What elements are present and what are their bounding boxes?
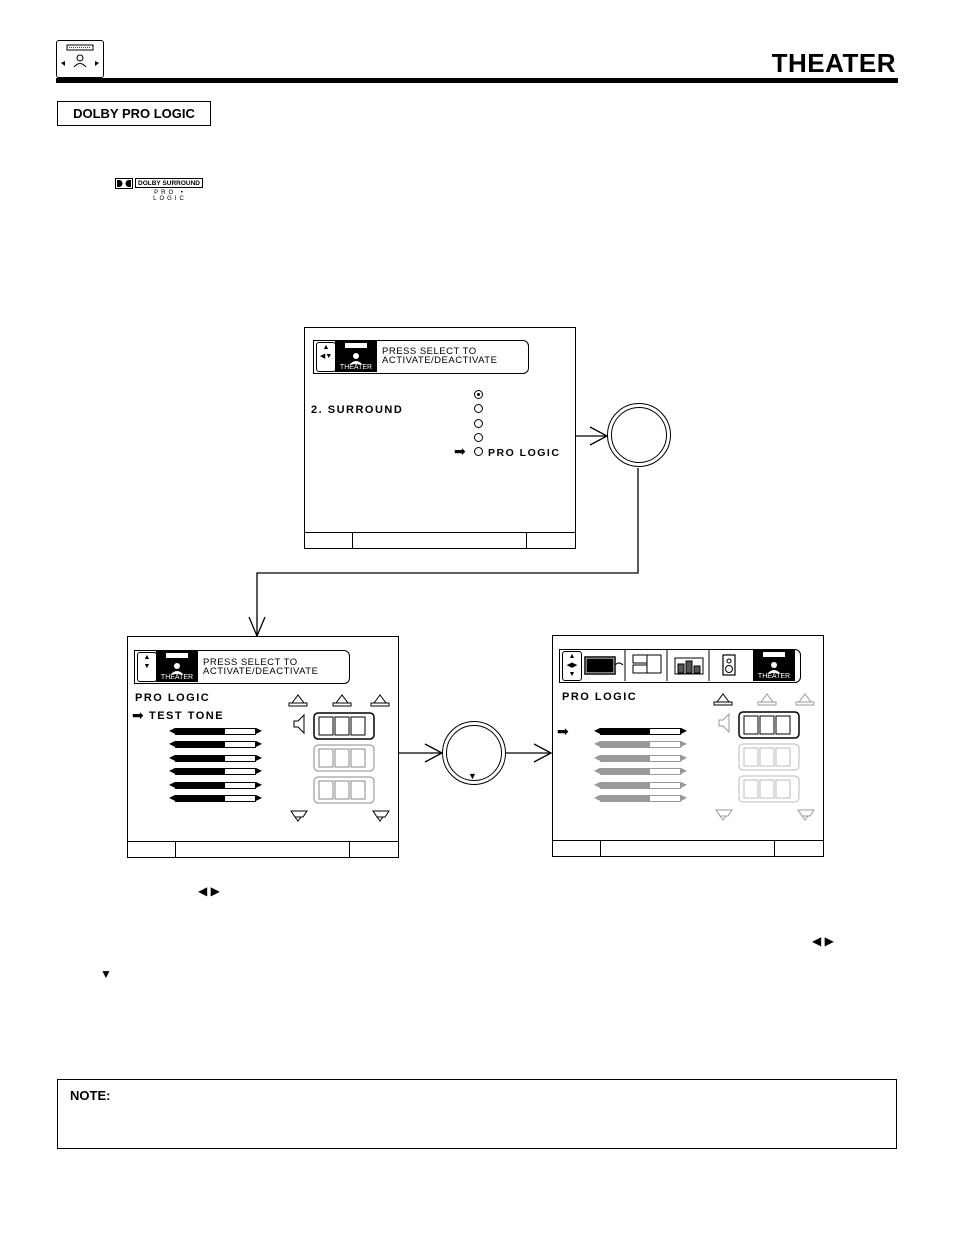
- select-button-illustration: [607, 403, 671, 467]
- pro-logic-title: PRO LOGIC: [135, 692, 211, 704]
- section-label: DOLBY PRO LOGIC: [57, 101, 211, 126]
- theater-tab-icon: THEATER: [335, 340, 377, 372]
- screen-footer: [553, 840, 823, 856]
- note-box: NOTE:: [57, 1079, 897, 1149]
- level-bar: ◀▶: [594, 793, 687, 802]
- surround-option-1-radio: [474, 390, 483, 399]
- surround-option-4-radio: [474, 433, 483, 442]
- dolby-logo: DOLBY SURROUND PRO • LOGIC: [113, 178, 205, 202]
- test-tone-item: TEST TONE: [149, 710, 225, 722]
- surround-option-pro-logic-radio: [474, 447, 483, 456]
- surround-option-2-radio: [474, 404, 483, 413]
- selection-arrow-icon: ➡: [557, 723, 569, 739]
- header-divider: [56, 78, 898, 83]
- dolby-surround-text: DOLBY SURROUND: [135, 178, 203, 188]
- selection-arrow-icon: ➡: [454, 443, 466, 459]
- nav-arrows-icon: ▲◀▶▼: [562, 651, 582, 681]
- tv-screen-pro-logic-levels: ▲◀▶▼ THEATER PRO LOGIC ➡ ◀▶ ◀▶ ◀▶ ◀▶ ◀▶ …: [552, 635, 824, 857]
- left-right-arrow-icons: ◀ ▶: [812, 934, 834, 948]
- level-bar: ◀▶: [169, 739, 262, 748]
- tv-screen-pro-logic-test-tone: ▲▼ THEATER PRESS SELECT TO ACTIVATE/DEAC…: [127, 636, 399, 858]
- level-bar: ◀▶: [169, 780, 262, 789]
- help-line-1: PRESS SELECT TO: [382, 346, 477, 357]
- speaker-layout-diagram: [713, 693, 815, 821]
- down-arrow-icon: ▼: [468, 771, 477, 781]
- level-bar: ◀▶: [594, 780, 687, 789]
- help-line-2: ACTIVATE/DEACTIVATE: [203, 666, 319, 677]
- screen-footer: [305, 532, 575, 548]
- help-line-2: ACTIVATE/DEACTIVATE: [382, 355, 498, 366]
- theater-tab-label: THEATER: [757, 673, 791, 680]
- menu-tab-icons: [584, 649, 736, 681]
- theater-section-icon: [56, 40, 104, 78]
- surround-option-3-radio: [474, 419, 483, 428]
- theater-tab-label: THEATER: [160, 674, 194, 681]
- down-arrow-icon: ▼: [100, 967, 112, 981]
- dolby-pro-logic-text: PRO • LOGIC: [153, 190, 187, 202]
- level-bar: ◀▶: [594, 753, 687, 762]
- level-bar: ◀▶: [594, 726, 687, 735]
- level-bar: ◀▶: [169, 793, 262, 802]
- nav-arrows-icon: ▲◀▼: [316, 342, 336, 372]
- help-line-1: PRESS SELECT TO: [203, 657, 298, 668]
- speaker-layout-diagram: [288, 694, 390, 822]
- level-bar: ◀▶: [169, 753, 262, 762]
- theater-tab-icon: THEATER: [156, 650, 198, 682]
- dolby-double-d-icon: [115, 178, 133, 189]
- nav-arrows-icon: ▲▼: [137, 652, 157, 682]
- page-title: THEATER: [771, 48, 896, 78]
- pro-logic-title: PRO LOGIC: [562, 691, 638, 703]
- level-bar: ◀▶: [169, 766, 262, 775]
- level-bar: ◀▶: [169, 726, 262, 735]
- tv-screen-surround: ▲◀▼ THEATER PRESS SELECT TO ACTIVATE/DEA…: [304, 327, 576, 549]
- selection-arrow-icon: ➡: [132, 707, 144, 723]
- level-bar: ◀▶: [594, 739, 687, 748]
- theater-tab-label: THEATER: [339, 364, 373, 371]
- menu-item-surround: 2. SURROUND: [311, 404, 404, 416]
- note-label: NOTE:: [70, 1088, 111, 1103]
- down-button-illustration: ▼: [442, 721, 506, 785]
- pro-logic-option-label: PRO LOGIC: [488, 447, 561, 459]
- theater-tab-icon: THEATER: [753, 649, 795, 681]
- screen-footer: [128, 841, 398, 857]
- left-right-arrow-icons: ◀ ▶: [198, 884, 220, 898]
- osd-tab-bar: [559, 649, 801, 683]
- level-bar: ◀▶: [594, 766, 687, 775]
